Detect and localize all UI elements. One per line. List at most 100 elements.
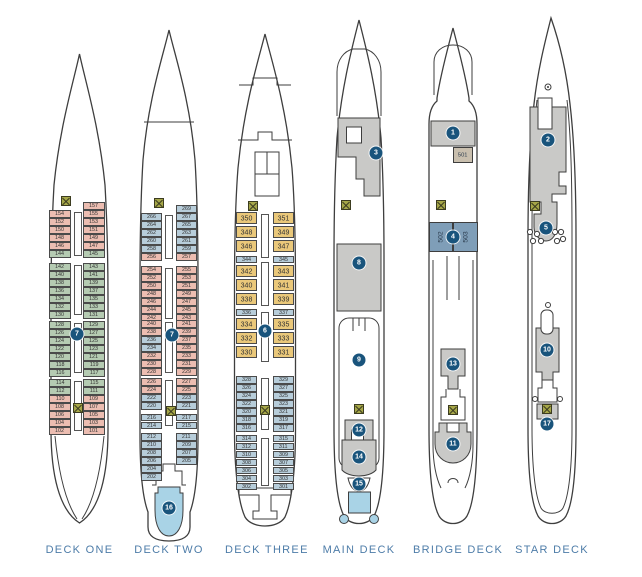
cabin-106: 106 [49, 411, 71, 419]
legend-badge-11: 11 [446, 437, 460, 451]
legend-badge-13: 13 [446, 357, 460, 371]
cabin-231: 231 [176, 360, 197, 368]
cabin-317: 317 [273, 424, 294, 432]
cabin-265: 265 [176, 221, 197, 229]
cabin-259: 259 [176, 245, 197, 253]
cabin-241: 241 [176, 320, 197, 328]
cabin-264: 264 [141, 221, 162, 229]
block-11-notch [446, 422, 460, 433]
cabin-340: 340 [236, 279, 257, 291]
cabin-314: 314 [236, 434, 257, 442]
hatch-icon [542, 404, 552, 414]
cabin-347: 347 [273, 240, 294, 252]
cabin-319: 319 [273, 416, 294, 424]
cabin-157: 157 [83, 202, 105, 210]
hatch-icon [61, 196, 71, 206]
legend-badge-4: 4 [446, 230, 460, 244]
cabin-137: 137 [83, 287, 105, 295]
cabin-102: 102 [49, 427, 71, 435]
cabin-305: 305 [273, 466, 294, 474]
corridor-door-marks [352, 318, 366, 469]
cabin-255: 255 [176, 266, 197, 274]
cabin-125: 125 [83, 337, 105, 345]
cabin-501: 501 [453, 147, 473, 163]
hatch-icon [341, 200, 351, 210]
cabin-246: 246 [141, 298, 162, 306]
cabin-140: 140 [49, 271, 71, 279]
stairs [165, 268, 173, 319]
cabin-204: 204 [141, 465, 162, 473]
cabin-153: 153 [83, 218, 105, 226]
aft-structure-outline [440, 389, 466, 421]
cabin-111: 111 [83, 387, 105, 395]
cabin-127: 127 [83, 329, 105, 337]
legend-badge-3: 3 [369, 146, 383, 160]
legend-badge-1: 1 [446, 126, 460, 140]
cabin-316: 316 [236, 424, 257, 432]
hatch-icon [154, 198, 164, 208]
cabin-118: 118 [49, 361, 71, 369]
cabin-334: 334 [236, 318, 257, 330]
cabin-310: 310 [236, 450, 257, 458]
cabin-145: 145 [83, 250, 105, 258]
hot-tub-right [369, 514, 379, 524]
cabin-345: 345 [273, 256, 294, 263]
cabin-256: 256 [141, 253, 162, 261]
cabin-226: 226 [141, 378, 162, 386]
legend-badge-12: 12 [352, 423, 366, 437]
cabin-141: 141 [83, 271, 105, 279]
stairs [165, 322, 173, 373]
cabin-312: 312 [236, 442, 257, 450]
deck-label-two: DECK TWO [134, 544, 204, 556]
cabin-336: 336 [236, 309, 257, 316]
cabin-341: 341 [273, 279, 294, 291]
cabin-262: 262 [141, 229, 162, 237]
legend-badge-5: 5 [539, 221, 553, 235]
cabin-155: 155 [83, 210, 105, 218]
cabin-205: 205 [176, 457, 197, 465]
cabin-224: 224 [141, 386, 162, 394]
cabin-139: 139 [83, 279, 105, 287]
cabin-216: 216 [141, 413, 162, 421]
stairs [165, 215, 173, 259]
cabin-126: 126 [49, 329, 71, 337]
cabin-133: 133 [83, 303, 105, 311]
shaded-superstructure-mid [336, 243, 382, 312]
legend-badge-8: 8 [352, 256, 366, 270]
cabin-323: 323 [273, 400, 294, 408]
legend-badge-9: 9 [352, 353, 366, 367]
cabin-209: 209 [176, 441, 197, 449]
cabin-315: 315 [273, 434, 294, 442]
cabin-346: 346 [236, 240, 257, 252]
cabin-252: 252 [141, 274, 162, 282]
cabin-331: 331 [273, 346, 294, 358]
cabin-351: 351 [273, 212, 294, 224]
cabin-349: 349 [273, 226, 294, 238]
cabin-249: 249 [176, 290, 197, 298]
cabin-222: 222 [141, 394, 162, 402]
main-deck-hull [333, 19, 385, 525]
cabin-134: 134 [49, 295, 71, 303]
cabin-250: 250 [141, 282, 162, 290]
shaded-sun-deck-fore [529, 106, 567, 242]
cabin-221: 221 [176, 402, 197, 410]
mast-dot [547, 86, 549, 88]
cabin-215: 215 [176, 421, 197, 429]
cabin-338: 338 [236, 293, 257, 305]
hot-tub-left [339, 514, 349, 524]
cabin-332: 332 [236, 332, 257, 344]
cabin-115: 115 [83, 379, 105, 387]
fore-notch [537, 97, 553, 130]
cabin-329: 329 [273, 376, 294, 384]
cabin-207: 207 [176, 449, 197, 457]
cabin-217: 217 [176, 413, 197, 421]
cabin-210: 210 [141, 441, 162, 449]
forecastle-outline [336, 48, 382, 116]
cabin-130: 130 [49, 311, 71, 319]
cabin-238: 238 [141, 328, 162, 336]
stairs [73, 265, 82, 315]
cabin-233: 233 [176, 352, 197, 360]
